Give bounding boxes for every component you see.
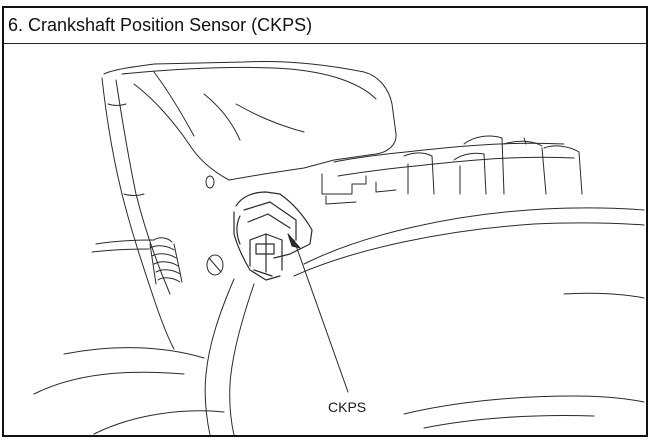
bolt: [149, 237, 224, 285]
engine-cover: [103, 60, 397, 181]
figure-frame: 6. Crankshaft Position Sensor (CKPS): [2, 6, 648, 437]
left-bracket: [101, 77, 215, 350]
title-bar: 6. Crankshaft Position Sensor (CKPS): [4, 8, 646, 44]
section-title: 6. Crankshaft Position Sensor (CKPS): [8, 15, 313, 35]
ckps-sensor: [233, 191, 313, 281]
upper-ribs: [321, 135, 583, 205]
ckps-leader-line: [287, 233, 349, 393]
ckps-illustration: CKPS: [33, 60, 645, 435]
housing-curve: [33, 207, 645, 435]
ckps-callout-label: CKPS: [328, 399, 366, 415]
